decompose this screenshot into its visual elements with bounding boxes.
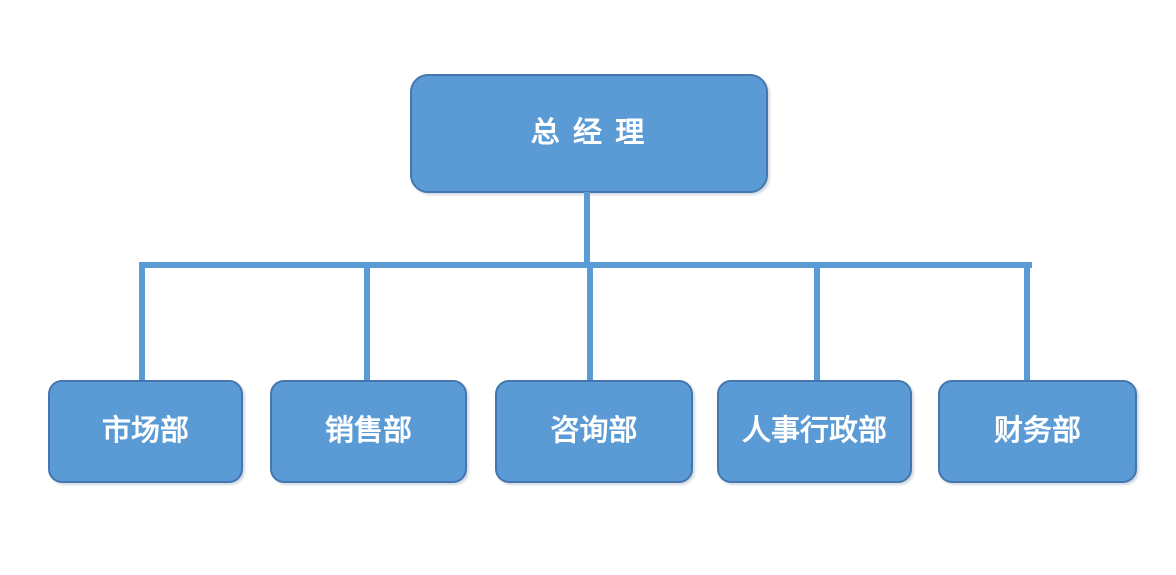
org-node-hr-admin-dept[interactable]: 人事行政部 xyxy=(717,380,912,483)
connector-drop-consulting xyxy=(587,266,593,380)
org-node-label: 市场部 xyxy=(101,415,189,447)
connector-root-stem xyxy=(584,192,590,264)
connector-drop-marketing xyxy=(139,266,145,380)
org-node-label: 人事行政部 xyxy=(741,415,887,447)
org-node-label: 销售部 xyxy=(324,415,412,447)
connector-drop-hr-admin xyxy=(814,266,820,380)
org-node-marketing-dept[interactable]: 市场部 xyxy=(48,380,243,483)
org-node-label: 总 经 理 xyxy=(530,117,648,149)
org-node-consulting-dept[interactable]: 咨询部 xyxy=(495,380,693,483)
connector-drop-sales xyxy=(364,266,370,380)
org-node-sales-dept[interactable]: 销售部 xyxy=(270,380,467,483)
org-node-label: 咨询部 xyxy=(550,415,638,447)
org-node-finance-dept[interactable]: 财务部 xyxy=(938,380,1137,483)
org-node-label: 财务部 xyxy=(993,415,1081,447)
connector-horizontal-bar xyxy=(139,262,1032,268)
org-node-general-manager[interactable]: 总 经 理 xyxy=(410,74,768,193)
connector-drop-finance xyxy=(1024,266,1030,380)
